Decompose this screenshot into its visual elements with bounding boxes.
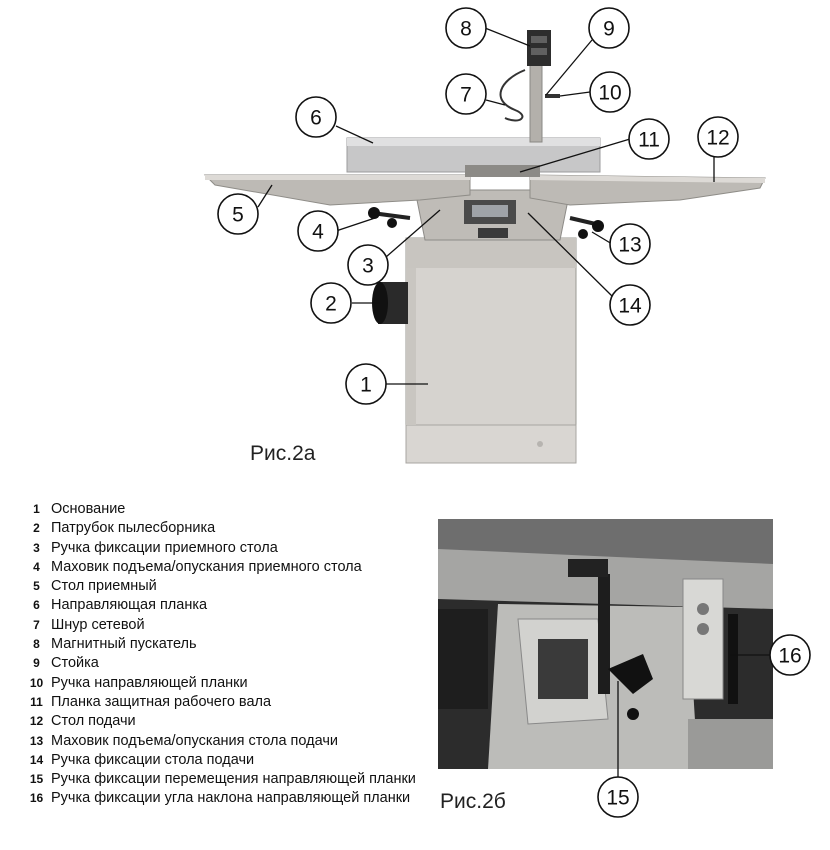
- callout-circle-2: [310, 282, 352, 324]
- callout-label-4: 4: [312, 221, 324, 244]
- legend-label: Стойка: [51, 655, 99, 672]
- legend-label: Ручка фиксации стола подачи: [51, 751, 255, 768]
- legend-label: Ручка фиксации угла наклона направляющей…: [51, 790, 411, 807]
- legend-number: 12: [29, 714, 44, 729]
- figure-2b-callouts: 15 16: [597, 634, 811, 818]
- callout-circle-14: [609, 284, 651, 326]
- legend-item: 7 Шнур сетевой: [22, 616, 442, 635]
- callout-circle-15: [597, 776, 639, 818]
- legend-number: 15: [29, 772, 44, 787]
- legend-number: 3: [33, 540, 40, 555]
- legend-number: 6: [33, 598, 40, 613]
- legend-number: 4: [33, 559, 40, 574]
- callout-circle-4: [297, 210, 339, 252]
- callout-label-7: 7: [460, 84, 472, 107]
- legend-number: 2: [33, 521, 40, 536]
- callout-circle-6: [295, 96, 337, 138]
- legend-item: 2 Патрубок пылесборника: [22, 519, 442, 538]
- figure-2b-caption: Рис.2б: [440, 790, 506, 813]
- legend-number: 10: [29, 675, 44, 690]
- machine-head: [414, 189, 571, 241]
- legend-number: 1: [33, 502, 40, 516]
- legend-number: 13: [29, 733, 44, 748]
- legend-label: Ручка направляющей планки: [51, 674, 248, 691]
- legend-item: 15 Ручка фиксации перемещения направляюще…: [22, 770, 442, 789]
- legend-item: 6 Направляющая планка: [22, 596, 442, 615]
- legend-label: Шнур сетевой: [51, 616, 145, 633]
- legend-item: 4 Маховик подъема/опускания приемного сто…: [22, 558, 442, 577]
- legend-number: 14: [29, 752, 44, 767]
- callout-label-10: 10: [598, 82, 621, 105]
- legend-label: Патрубок пылесборника: [51, 520, 216, 537]
- callout-label-2: 2: [325, 293, 337, 316]
- figure-2a-machine: 1 2 3 4 5 6 7 8 9 10 11 12 13 14: [203, 7, 766, 464]
- legend-item: 3 Ручка фиксации приемного стола: [22, 539, 442, 558]
- legend-number: 8: [33, 637, 40, 652]
- legend-item: 10 Ручка направляющей планки: [22, 674, 442, 693]
- legend-label: Маховик подъема/опускания приемного стол…: [51, 558, 362, 575]
- callout-circle-1: [345, 363, 387, 405]
- callout-label-15: 15: [606, 787, 629, 810]
- cutter-guard: [465, 165, 540, 177]
- legend-item: 13 Маховик подъема/опускания стола подачи: [22, 732, 442, 751]
- callout-circle-3: [347, 244, 389, 286]
- callout-circle-12: [697, 116, 739, 158]
- switch-post: [499, 30, 560, 143]
- legend-number: 5: [33, 579, 40, 594]
- callout-circle-5: [217, 193, 259, 235]
- callout-label-1: 1: [360, 374, 372, 397]
- callout-circle-11: [628, 118, 670, 160]
- legend-item: 9 Стойка: [22, 654, 442, 673]
- legend-item: 5 Стол приемный: [22, 577, 442, 596]
- callout-circle-16: [769, 634, 811, 676]
- callout-leaders: [257, 27, 715, 385]
- legend-label: Магнитный пускатель: [51, 636, 197, 653]
- callout-label-14: 14: [618, 295, 642, 318]
- legend-item: 14 Ручка фиксации стола подачи: [22, 751, 442, 770]
- callout-circle-8: [445, 7, 487, 49]
- legend-item: 11 Планка защитная рабочего вала: [22, 693, 442, 712]
- legend-item: 8 Магнитный пускатель: [22, 635, 442, 654]
- machine-base: [405, 237, 577, 464]
- legend-number: 16: [29, 791, 44, 806]
- callout-label-9: 9: [603, 18, 615, 41]
- legend-number: 11: [30, 694, 43, 709]
- legend-label: Стол подачи: [51, 713, 136, 730]
- callout-label-8: 8: [460, 18, 472, 41]
- legend-label: Планка защитная рабочего вала: [51, 693, 272, 710]
- legend-number: 7: [33, 617, 40, 632]
- legend-item: 16 Ручка фиксации угла наклона направляющ…: [22, 789, 442, 808]
- callout-label-6: 6: [310, 107, 322, 130]
- legend-item: 12 Стол подачи: [22, 712, 442, 731]
- callout-label-13: 13: [618, 234, 641, 257]
- callout-label-12: 12: [706, 127, 729, 150]
- figure-2b-photo: [438, 519, 773, 769]
- legend-label: Направляющая планка: [51, 597, 208, 614]
- callout-circle-7: [445, 73, 487, 115]
- figure-2a-caption: Рис.2а: [250, 442, 316, 465]
- handwheel-left: [368, 207, 411, 228]
- callout-label-5: 5: [232, 204, 244, 227]
- legend-label: Основание: [51, 501, 126, 517]
- handwheel-right: [569, 216, 604, 239]
- callout-circles: [217, 7, 739, 405]
- callout-label-3: 3: [362, 255, 374, 278]
- legend-number: 9: [33, 656, 40, 671]
- legend-item: 1 Основание: [22, 500, 442, 519]
- legend-label: Маховик подъема/опускания стола подачи: [51, 732, 339, 749]
- callout-circle-10: [589, 71, 631, 113]
- callout-label-16: 16: [778, 645, 801, 668]
- callout-label-11: 11: [638, 129, 660, 152]
- callout-circle-9: [588, 7, 630, 49]
- legend-label: Стол приемный: [51, 578, 157, 595]
- legend-label: Ручка фиксации приемного стола: [51, 539, 278, 556]
- legend-label: Ручка фиксации перемещения направляющей …: [51, 771, 416, 788]
- callout-circle-13: [609, 223, 651, 265]
